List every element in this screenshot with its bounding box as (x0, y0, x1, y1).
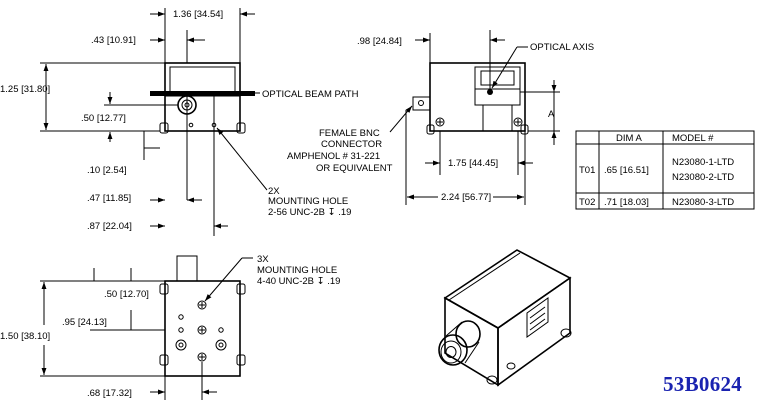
front-view-body (164, 62, 241, 132)
bottom-connector-stub (176, 255, 198, 282)
bottom-mounting-hole-2 (197, 325, 207, 335)
bottom-dim-a: .50 [12.70] (104, 289, 149, 300)
bottom-holes-note-thread: 4-40 UNC-2B ↧ .19 (257, 276, 340, 287)
front-dim-offset: .43 [10.91] (91, 35, 136, 46)
table-row-code: T02 (579, 197, 595, 208)
table-header-dim: DIM A (616, 133, 643, 144)
front-view-window (169, 66, 236, 93)
table-row-model: N23080-2-LTD (672, 172, 734, 183)
side-screw-1 (435, 117, 445, 127)
optical-beam-bar (150, 91, 255, 96)
side-screw-2 (513, 117, 523, 127)
dim-a-label: A (548, 109, 555, 120)
part-number: 53B0624 (663, 372, 743, 396)
front-dim-height: 1.25 [31.80] (0, 84, 50, 95)
bottom-view: 3X MOUNTING HOLE 4-40 UNC-2B ↧ .19 .50 [… (0, 254, 340, 400)
table-header-model: MODEL # (672, 133, 714, 144)
bottom-mounting-hole-3 (197, 352, 207, 362)
table-row-model: N23080-3-LTD (672, 197, 734, 208)
front-dim-hole-a: .47 [11.85] (87, 193, 131, 204)
connector-note-line2: CONNECTOR (321, 139, 382, 150)
connector-note-line3: AMPHENOL # 31-221 (287, 151, 380, 162)
front-dim-bottom: .10 [2.54] (87, 165, 127, 176)
optical-axis-label: OPTICAL AXIS (530, 42, 594, 53)
table-row-code: T01 (579, 165, 595, 176)
side-dim-offset: .98 [24.84] (357, 36, 402, 47)
bottom-dim-b: .95 [24.13] (62, 317, 107, 328)
bottom-holes-note-type: MOUNTING HOLE (257, 265, 337, 276)
table-row-model: N23080-1-LTD (672, 157, 734, 168)
front-dim-width: 1.36 [34.54] (173, 9, 223, 20)
table-row-dim: .71 [18.03] (604, 197, 649, 208)
side-dim-length: 2.24 [56.77] (441, 192, 491, 203)
bottom-pin-right (215, 339, 227, 351)
side-connector-tab (412, 96, 431, 111)
side-view: .98 [24.84] OPTICAL AXIS A FEMALE BNC CO… (287, 30, 594, 205)
isometric-view (438, 249, 572, 387)
front-mounting-hole-1 (188, 122, 194, 128)
iso-window (526, 297, 549, 338)
optical-axis-point (487, 89, 493, 95)
bottom-pin-left (175, 339, 187, 351)
bottom-dim-c: .68 [17.32] (87, 388, 132, 399)
front-dim-axis-height: .50 [12.77] (81, 113, 126, 124)
iso-bnc-connector (438, 320, 481, 366)
front-holes-note-type: MOUNTING HOLE (268, 196, 348, 207)
iso-side-face (497, 276, 571, 387)
table-row-dim: .65 [16.51] (604, 165, 649, 176)
connector-note-line1: FEMALE BNC (319, 128, 380, 139)
bottom-mounting-hole-1 (197, 300, 207, 310)
bottom-holes-note-qty: 3X (257, 254, 269, 265)
model-table: DIM A MODEL # T01 .65 [16.51] N23080-1-L… (575, 130, 755, 210)
bottom-dim-height: 1.50 [38.10] (0, 331, 50, 342)
side-dim-hole-span: 1.75 [44.45] (448, 158, 498, 169)
front-dim-hole-b: .87 [22.04] (87, 221, 132, 232)
optical-beam-path-label: OPTICAL BEAM PATH (262, 89, 359, 100)
front-holes-note-thread: 2-56 UNC-2B ↧ .19 (268, 207, 351, 218)
connector-note-line4: OR EQUIVALENT (316, 163, 393, 174)
front-holes-note-qty: 2X (268, 186, 280, 197)
front-view: 1.36 [34.54] .43 [10.91] 1.25 [31.80] .5… (0, 8, 359, 236)
